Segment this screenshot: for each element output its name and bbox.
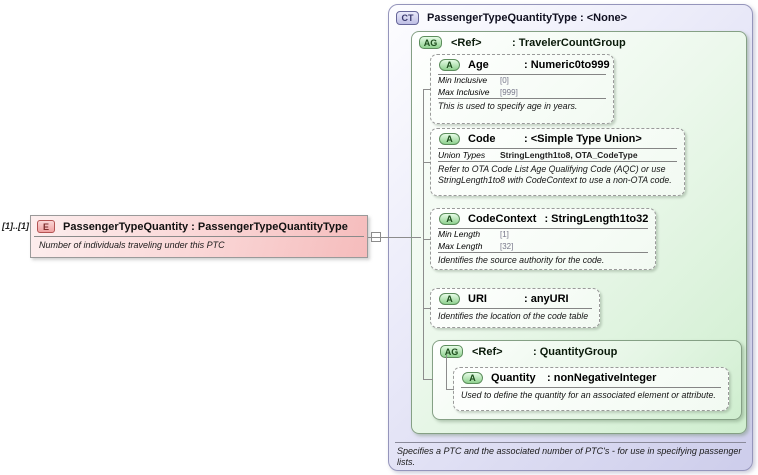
facet-row: Max Inclusive [999] — [438, 86, 518, 97]
connector-stub-uri — [423, 308, 431, 309]
attribute-quantity[interactable]: A Quantity : nonNegativeInteger Used to … — [453, 367, 729, 411]
uri-annotation: Identifies the location of the code tabl… — [438, 311, 589, 321]
quantity-annotation: Used to define the quantity for an assoc… — [461, 390, 716, 400]
codecontext-annotation: Identifies the source authority for the … — [438, 255, 605, 265]
attribute-group-icon: AG — [419, 36, 442, 49]
element-icon: E — [37, 220, 55, 233]
attribute-icon: A — [439, 59, 460, 71]
facet-row: Union Types StringLength1to8, OTA_CodeTy… — [438, 150, 638, 160]
cardinality-label: [1]..[1] — [2, 221, 29, 231]
connector-stub-quantitygroup — [423, 379, 433, 380]
attribute-codecontext[interactable]: A CodeContext : StringLength1to32 Min Le… — [430, 208, 656, 270]
age-type: : Numeric0to999 — [524, 59, 610, 71]
attribute-icon: A — [439, 293, 460, 305]
attribute-group-icon: AG — [440, 345, 463, 358]
codecontext-name: CodeContext — [468, 213, 537, 225]
quantity-name: Quantity — [491, 372, 536, 384]
connector-elbow-line — [446, 355, 447, 389]
connector-stub-codecontext — [423, 239, 431, 240]
element-header[interactable]: E PassengerTypeQuantity : PassengerTypeQ… — [31, 216, 367, 236]
code-type: : <Simple Type Union> — [524, 133, 642, 145]
element-title: PassengerTypeQuantity : PassengerTypeQua… — [63, 220, 348, 233]
facet-row: Min Inclusive [0] — [438, 75, 509, 85]
age-annotation: This is used to specify age in years. — [438, 101, 578, 111]
uri-name: URI — [468, 293, 487, 305]
age-name: Age — [468, 59, 489, 71]
attribute-group-quantitygroup[interactable]: AG <Ref> : QuantityGroup A Quantity : no… — [432, 340, 742, 420]
code-annotation: Refer to OTA Code List Age Qualifying Co… — [438, 164, 672, 185]
uri-type: : anyURI — [524, 293, 569, 305]
complex-type-box[interactable]: CT PassengerTypeQuantityType : <None> AG… — [388, 4, 753, 471]
quantitygroup-type: : QuantityGroup — [533, 345, 618, 358]
travelercountgroup-header[interactable]: AG <Ref> : TravelerCountGroup — [412, 32, 746, 49]
complex-type-icon: CT — [396, 11, 419, 25]
complex-type-annotation: Specifies a PTC and the associated numbe… — [397, 446, 742, 467]
quantitygroup-header[interactable]: AG <Ref> : QuantityGroup — [433, 341, 741, 358]
collapse-toggle[interactable] — [371, 232, 381, 242]
facet-row: Max Length [32] — [438, 240, 514, 251]
connector-trunk-line — [423, 89, 424, 379]
attribute-uri[interactable]: A URI : anyURI Identifies the location o… — [430, 288, 600, 328]
codecontext-type: : StringLength1to32 — [544, 213, 649, 225]
element-separator — [34, 236, 364, 237]
connector-stub-code — [423, 162, 431, 163]
connector-main-line — [368, 237, 421, 238]
element-annotation: Number of individuals traveling under th… — [39, 240, 225, 250]
element-box[interactable]: E PassengerTypeQuantity : PassengerTypeQ… — [30, 215, 368, 258]
complex-type-header[interactable]: CT PassengerTypeQuantityType : <None> — [396, 11, 627, 25]
connector-stub-quantity — [446, 389, 454, 390]
travelercountgroup-ref: <Ref> — [451, 36, 482, 49]
attribute-icon: A — [439, 213, 460, 225]
attribute-group-travelercountgroup[interactable]: AG <Ref> : TravelerCountGroup A Age : Nu… — [411, 31, 747, 434]
quantitygroup-ref: <Ref> — [472, 345, 503, 358]
attribute-icon: A — [462, 372, 483, 384]
travelercountgroup-type: : TravelerCountGroup — [512, 36, 626, 49]
quantity-type: : nonNegativeInteger — [547, 372, 657, 384]
code-name: Code — [468, 133, 496, 145]
attribute-icon: A — [439, 133, 460, 145]
facet-row: Min Length [1] — [438, 229, 509, 239]
attribute-code[interactable]: A Code : <Simple Type Union> Union Types… — [430, 128, 685, 196]
connector-stub-age — [423, 89, 431, 90]
footer-separator — [395, 442, 746, 443]
complex-type-title: PassengerTypeQuantityType : <None> — [427, 12, 628, 24]
attribute-age[interactable]: A Age : Numeric0to999 Min Inclusive [0] … — [430, 54, 614, 124]
